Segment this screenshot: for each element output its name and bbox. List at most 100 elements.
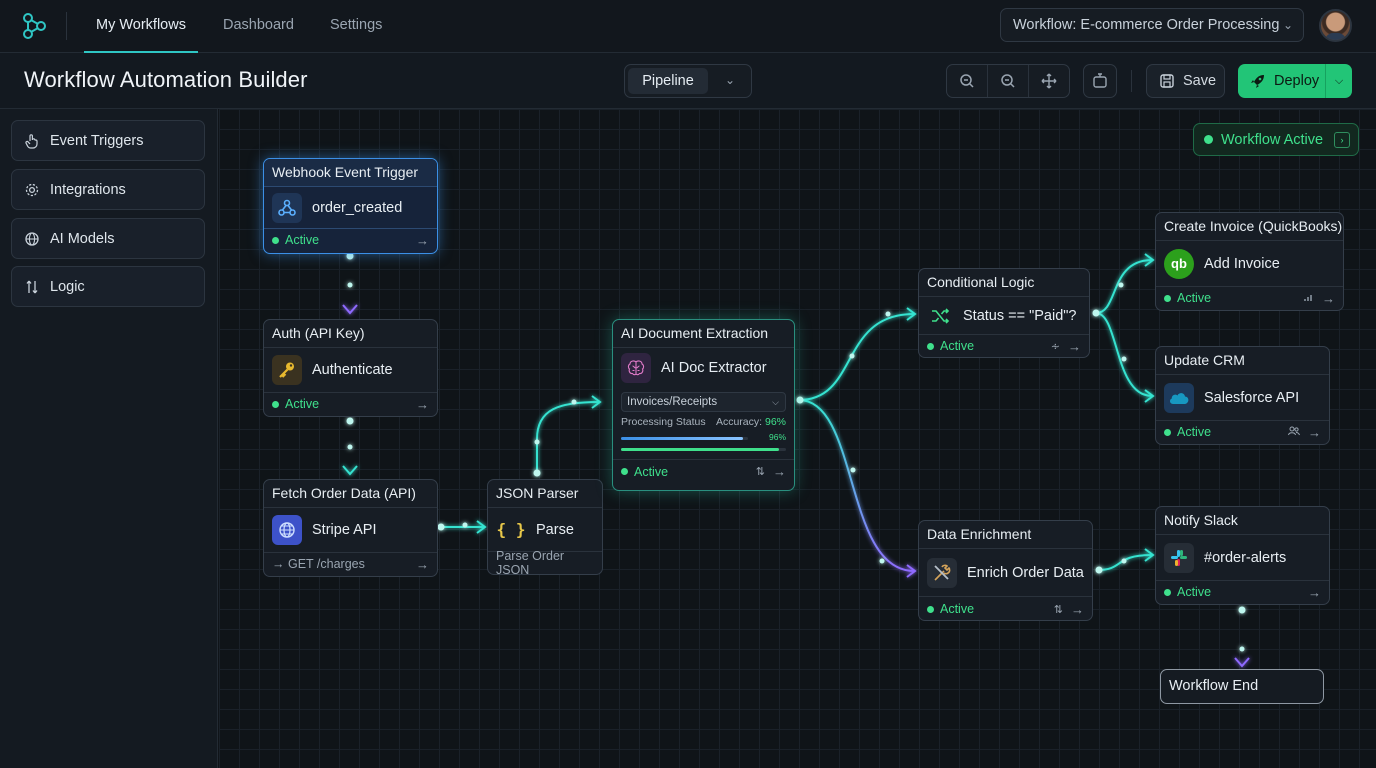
zoom-in-button[interactable] [988, 65, 1029, 97]
zoom-out-button[interactable] [947, 65, 988, 97]
arrow-right-icon[interactable]: → [1068, 338, 1081, 354]
node-status: Active → [1156, 421, 1329, 443]
node-webhook-trigger[interactable]: Webhook Event Trigger order_created Acti… [263, 158, 438, 254]
fit-view-button[interactable] [1083, 64, 1117, 98]
node-notify-slack[interactable]: Notify Slack #order-alerts Active → [1155, 506, 1330, 605]
node-data-enrichment[interactable]: Data Enrichment Enrich Order Data Active… [918, 520, 1093, 621]
wire-cond-crm [1095, 312, 1153, 397]
node-status: Active ⇅ → [613, 459, 794, 483]
arrow-right-icon[interactable]: → [1322, 290, 1335, 306]
sort-arrows-icon [26, 280, 38, 293]
arrow-right-icon[interactable]: → [416, 232, 429, 248]
arrow-right-icon[interactable]: → [773, 464, 786, 479]
sidebar-item-ai-models[interactable]: AI Models [11, 218, 205, 259]
bar-chart-icon [1304, 292, 1314, 305]
sort-icon: ⇅ [1053, 603, 1063, 616]
node-body: Authenticate [264, 348, 437, 393]
sidebar-item-integrations[interactable]: Integrations [11, 169, 205, 210]
divider [1131, 70, 1132, 92]
globe-icon [272, 515, 302, 545]
view-select[interactable]: Pipeline ⌄ [624, 64, 752, 98]
node-workflow-end[interactable]: Workflow End [1160, 669, 1324, 704]
node-action: order_created [312, 199, 403, 216]
arrow-right-icon[interactable]: → [416, 556, 429, 572]
node-status: Active ∻ → [919, 335, 1089, 357]
progress-label: 96% [768, 432, 786, 442]
move-icon [1041, 73, 1057, 89]
node-create-invoice[interactable]: Create Invoice (QuickBooks) qb Add Invoi… [1155, 212, 1344, 311]
tab-my-workflows[interactable]: My Workflows [84, 0, 198, 53]
node-json-parser[interactable]: JSON Parser { } Parse Parse Order JSON [487, 479, 603, 577]
accuracy-value: 96% [764, 416, 786, 428]
workflow-canvas[interactable]: Workflow Active › Webhook Event Trigger … [219, 109, 1376, 768]
arrow-right-icon[interactable]: → [1308, 424, 1321, 440]
chevron-down-icon: ⌵ [772, 397, 779, 407]
view-select-value: Pipeline [628, 68, 708, 94]
avatar[interactable] [1319, 9, 1352, 42]
status-label: Active [285, 233, 320, 247]
status-dot [272, 236, 279, 244]
node-status: Active → [1156, 581, 1329, 603]
wire-ai-enrich [798, 399, 915, 572]
node-title: Update CRM [1156, 347, 1329, 375]
status-label: Active [940, 602, 975, 616]
key-icon [272, 355, 302, 385]
salesforce-cloud-icon [1164, 382, 1194, 413]
sidebar-item-label: Integrations [50, 181, 126, 198]
node-footer: Parse Order JSON [488, 549, 602, 577]
status-dot [927, 605, 934, 613]
node-title: Notify Slack [1156, 507, 1329, 535]
document-type-select[interactable]: Invoices/Receipts ⌵ [621, 392, 786, 412]
pan-button[interactable] [1029, 65, 1069, 97]
progress-row-2 [613, 446, 794, 454]
arrow-right-icon[interactable]: → [416, 396, 429, 412]
deploy-options-button[interactable]: ⌵ [1326, 64, 1352, 98]
save-button[interactable]: Save [1146, 64, 1225, 98]
node-body: Enrich Order Data [919, 549, 1092, 597]
workflow-select[interactable]: Workflow: E-commerce Order Processing ⌄ [1000, 8, 1304, 42]
deploy-button[interactable]: Deploy [1238, 64, 1326, 98]
arrow-right-icon[interactable]: → [1071, 601, 1084, 617]
processing-status-label: Processing Status [621, 416, 706, 428]
node-title: Fetch Order Data (API) [264, 480, 437, 508]
node-title: Auth (API Key) [264, 320, 437, 348]
top-nav: My Workflows Dashboard Settings Workflow… [0, 0, 1376, 53]
node-description: Parse Order JSON [496, 549, 565, 577]
node-status: Active → [1156, 287, 1343, 309]
node-action: Salesforce API [1204, 389, 1300, 406]
connection-wires [342, 252, 1250, 668]
status-label: Active [1177, 425, 1212, 439]
node-ai-doc-extraction[interactable]: AI Document Extraction AI Doc Extractor … [612, 319, 795, 491]
sidebar-item-label: Event Triggers [50, 132, 144, 149]
status-dot [1164, 428, 1171, 436]
node-action: AI Doc Extractor [661, 360, 767, 376]
sidebar-item-logic[interactable]: Logic [11, 266, 205, 307]
status-dot [1204, 135, 1213, 144]
endpoint-label: → GET /charges [272, 557, 365, 571]
wire-cond-invoice [1095, 259, 1153, 314]
tab-settings[interactable]: Settings [330, 17, 383, 33]
sidebar-item-event-triggers[interactable]: Event Triggers [11, 120, 205, 161]
node-auth[interactable]: Auth (API Key) Authenticate Active → [263, 319, 438, 417]
chevron-down-icon: ⌄ [724, 73, 735, 87]
node-update-crm[interactable]: Update CRM Salesforce API Active → [1155, 346, 1330, 445]
node-fetch-order[interactable]: Fetch Order Data (API) Stripe API → GET … [263, 479, 438, 577]
node-title: Webhook Event Trigger [264, 159, 437, 187]
app-logo-icon[interactable] [22, 12, 48, 40]
braces-icon: { } [496, 520, 526, 539]
node-body: #order-alerts [1156, 535, 1329, 581]
divider [66, 12, 67, 40]
arrow-right-icon[interactable]: → [1308, 584, 1321, 600]
workflow-select-label: Workflow: E-commerce Order Processing [1013, 17, 1280, 33]
node-body: AI Doc Extractor [613, 348, 794, 388]
processing-status-row: Processing Status Accuracy: 96% [613, 416, 794, 428]
workflow-status-badge[interactable]: Workflow Active › [1193, 123, 1359, 156]
brain-icon [621, 353, 651, 383]
node-conditional-logic[interactable]: Conditional Logic Status == "Paid"? Acti… [918, 268, 1090, 358]
node-action: Enrich Order Data [967, 564, 1084, 581]
tab-dashboard[interactable]: Dashboard [223, 17, 294, 33]
node-body: qb Add Invoice [1156, 241, 1343, 287]
progress-row-1: 96% [613, 432, 794, 444]
progress-fill [621, 437, 743, 440]
wire-ai-conditional [798, 313, 915, 401]
